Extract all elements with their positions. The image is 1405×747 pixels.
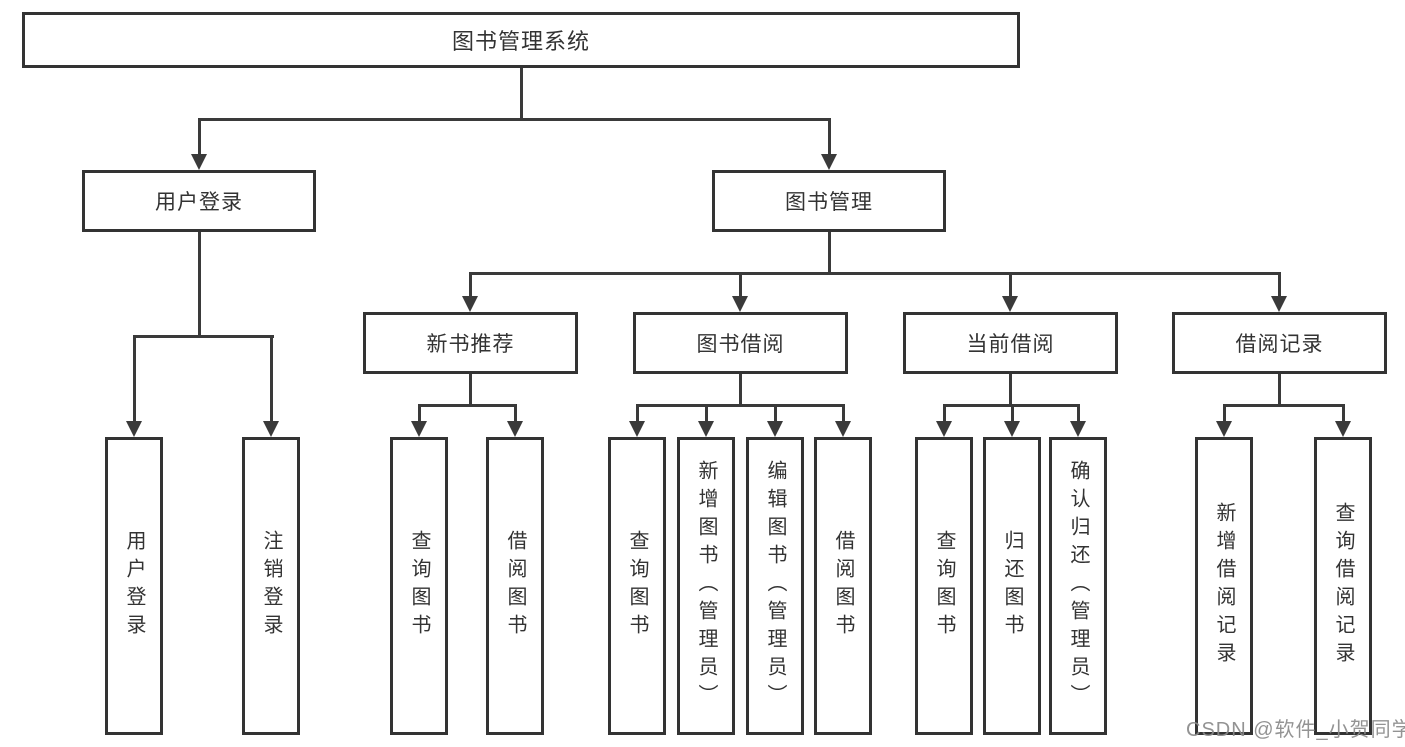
leaf-label: 查询借阅记录	[1332, 502, 1354, 670]
leaf-label: 注销登录	[260, 530, 282, 642]
connector-split	[635, 404, 845, 407]
leaf-label: 借阅图书	[832, 530, 854, 642]
leaf-label: 编辑图书（管理员）	[764, 460, 786, 712]
leaf-label: 新增借阅记录	[1213, 502, 1235, 670]
arrow-down-icon	[1271, 296, 1287, 312]
leaf-label: 借阅图书	[504, 530, 526, 642]
csdn-watermark: CSDN @软件_小贺同学	[1186, 719, 1405, 741]
arrow-down-icon	[263, 421, 279, 437]
connector-stem	[1278, 374, 1281, 406]
arrow-down-icon	[1335, 421, 1351, 437]
node-borrow-records: 借阅记录	[1172, 312, 1387, 374]
connector-drop	[269, 335, 273, 423]
node-current-borrow: 当前借阅	[903, 312, 1118, 374]
arrow-down-icon	[1004, 421, 1020, 437]
connector-drop	[739, 272, 742, 298]
leaf-return-books: 归还图书	[983, 437, 1041, 735]
arrow-down-icon	[1070, 421, 1086, 437]
arrow-down-icon	[191, 154, 207, 170]
leaf-borrow-books-1: 借阅图书	[486, 437, 544, 735]
connector-root-stem	[519, 68, 523, 118]
connector-drop	[417, 404, 421, 424]
connector-stem	[469, 374, 472, 406]
connector-user-stem	[197, 232, 201, 335]
arrow-down-icon	[507, 421, 523, 437]
connector-level2-split	[469, 272, 1281, 275]
node-new-book-recommend: 新书推荐	[363, 312, 578, 374]
connector-drop	[942, 404, 946, 424]
connector-drop	[513, 404, 517, 424]
arrow-down-icon	[411, 421, 427, 437]
connector-drop	[841, 404, 845, 424]
connector-stem	[739, 374, 742, 406]
arrow-down-icon	[698, 421, 714, 437]
arrow-down-icon	[629, 421, 645, 437]
leaf-borrow-books-2: 借阅图书	[814, 437, 872, 735]
leaf-label: 用户登录	[123, 530, 145, 642]
arrow-down-icon	[821, 154, 837, 170]
arrow-down-icon	[732, 296, 748, 312]
leaf-query-borrow-record: 查询借阅记录	[1314, 437, 1372, 735]
node-root: 图书管理系统	[22, 12, 1020, 68]
connector-drop	[1010, 404, 1014, 424]
connector-split	[417, 404, 517, 407]
arrow-down-icon	[1002, 296, 1018, 312]
connector-drop	[197, 118, 201, 156]
arrow-down-icon	[462, 296, 478, 312]
connector-stem	[1009, 374, 1012, 406]
connector-level1-split	[197, 118, 831, 121]
connector-drop	[132, 335, 136, 423]
leaf-query-books-3: 查询图书	[915, 437, 973, 735]
arrow-down-icon	[126, 421, 142, 437]
leaf-edit-books-admin: 编辑图书（管理员）	[746, 437, 804, 735]
leaf-label: 查询图书	[626, 530, 648, 642]
connector-drop	[1009, 272, 1012, 298]
leaf-label: 确认归还（管理员）	[1067, 460, 1089, 712]
connector-drop	[827, 118, 831, 156]
connector-drop	[1222, 404, 1226, 424]
leaf-add-borrow-record: 新增借阅记录	[1195, 437, 1253, 735]
connector-drop	[469, 272, 472, 298]
connector-drop	[773, 404, 777, 424]
arrow-down-icon	[835, 421, 851, 437]
connector-drop	[1076, 404, 1080, 424]
leaf-label: 查询图书	[408, 530, 430, 642]
leaf-label: 归还图书	[1001, 530, 1023, 642]
node-user-login: 用户登录	[82, 170, 316, 232]
leaf-label: 查询图书	[933, 530, 955, 642]
connector-drop	[635, 404, 639, 424]
arrow-down-icon	[767, 421, 783, 437]
connector-drop	[704, 404, 708, 424]
leaf-user-login: 用户登录	[105, 437, 163, 735]
leaf-label: 新增图书（管理员）	[695, 460, 717, 712]
connector-drop	[1278, 272, 1281, 298]
leaf-query-books-1: 查询图书	[390, 437, 448, 735]
node-book-borrow: 图书借阅	[633, 312, 848, 374]
node-book-management: 图书管理	[712, 170, 946, 232]
arrow-down-icon	[1216, 421, 1232, 437]
leaf-confirm-return-admin: 确认归还（管理员）	[1049, 437, 1107, 735]
connector-user-split	[132, 335, 274, 338]
leaf-query-books-2: 查询图书	[608, 437, 666, 735]
connector-split	[1222, 404, 1345, 407]
connector-drop	[1341, 404, 1345, 424]
arrow-down-icon	[936, 421, 952, 437]
leaf-logout: 注销登录	[242, 437, 300, 735]
leaf-add-books-admin: 新增图书（管理员）	[677, 437, 735, 735]
connector-mgmt-stem	[827, 232, 831, 274]
